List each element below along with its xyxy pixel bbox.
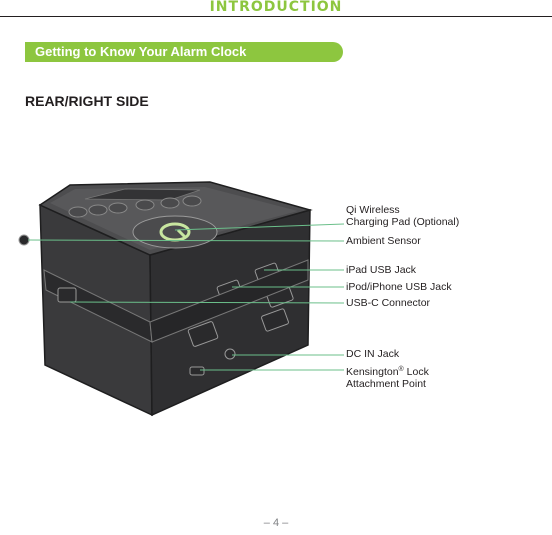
qi-pad: [133, 216, 217, 248]
callout-kensington-b: Lock: [404, 366, 429, 378]
ambient-sensor: [19, 235, 29, 245]
kensington-slot: [190, 367, 204, 375]
callout-kensington-a: Kensington: [346, 366, 399, 378]
callout-ipod-usb: iPod/iPhone USB Jack: [346, 281, 452, 293]
dc-in-jack: [225, 349, 235, 359]
button-6: [183, 196, 201, 206]
button-4: [136, 200, 154, 210]
callout-qi-line1: Qi Wireless: [346, 204, 459, 216]
callout-qi: Qi Wireless Charging Pad (Optional): [346, 204, 459, 228]
callout-ambient: Ambient Sensor: [346, 235, 421, 247]
callout-ipad-usb: iPad USB Jack: [346, 264, 416, 276]
callout-kensington-line2: Attachment Point: [346, 378, 429, 390]
button-5: [161, 198, 179, 208]
left-connector: [58, 288, 76, 302]
callout-kensington-line1: Kensington® Lock: [346, 364, 429, 378]
callout-qi-line2: Charging Pad (Optional): [346, 216, 459, 228]
callout-dc-in: DC IN Jack: [346, 348, 399, 360]
callout-kensington: Kensington® Lock Attachment Point: [346, 364, 429, 390]
button-1: [69, 207, 87, 217]
page-number: – 4 –: [0, 517, 552, 529]
callout-usbc: USB-C Connector: [346, 297, 430, 309]
button-2: [89, 205, 107, 215]
button-3: [109, 203, 127, 213]
